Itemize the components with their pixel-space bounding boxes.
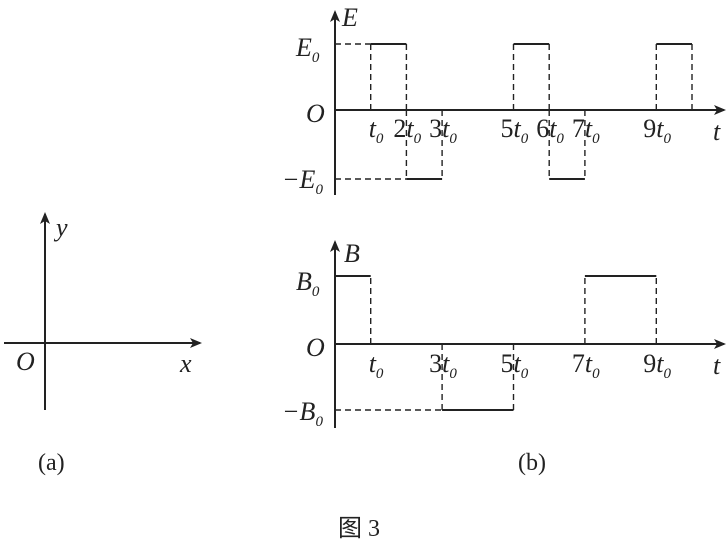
b-graph-neg-level-label: −B0 <box>282 397 323 430</box>
e-graph-neg-level-label: −E0 <box>282 165 323 198</box>
figure-caption: 图 3 <box>338 516 380 542</box>
e-graph-pos-level-label: E0 <box>295 33 320 66</box>
b-graph-tick-label-4: 9t0 <box>643 349 671 382</box>
panel-a-x-label: x <box>179 349 192 378</box>
b-graph-pos-level-label: B0 <box>296 267 320 300</box>
b-field-graph: B t O B0 −B0 t0 3t0 5t0 7t0 9t0 <box>282 239 726 430</box>
e-graph-tick-label-0: t0 <box>369 114 384 147</box>
b-graph-tick-label-0: t0 <box>369 349 384 382</box>
b-graph-tick-label-2: 5t0 <box>501 349 529 382</box>
b-graph-axis-label: B <box>344 239 360 268</box>
b-graph-tick-label-1: 3t0 <box>429 349 457 382</box>
e-graph-tick-label-4: 6t0 <box>536 114 564 147</box>
e-graph-tick-label-1: 2t0 <box>393 114 421 147</box>
b-graph-tick-label-3: 7t0 <box>572 349 600 382</box>
panel-a-origin: O <box>16 347 35 376</box>
b-graph-origin: O <box>306 333 325 362</box>
e-graph-waveform <box>335 43 693 180</box>
b-graph-time-label: t <box>713 351 721 380</box>
e-graph-tick-label-3: 5t0 <box>501 114 529 147</box>
panel-a-caption: (a) <box>38 450 65 476</box>
e-graph-tick-label-2: 3t0 <box>429 114 457 147</box>
panel-b-caption: (b) <box>518 450 546 476</box>
e-graph-origin: O <box>306 99 325 128</box>
e-graph-tick-label-5: 7t0 <box>572 114 600 147</box>
b-graph-tick-labels: t0 3t0 5t0 7t0 9t0 <box>369 349 672 382</box>
b-graph-waveform <box>335 275 657 411</box>
e-graph-tick-label-6: 9t0 <box>643 114 671 147</box>
panel-a: y x O (a) <box>4 212 202 476</box>
e-graph-time-label: t <box>713 117 721 146</box>
panel-a-y-label: y <box>53 213 68 242</box>
e-graph-axis-label: E <box>341 3 358 32</box>
